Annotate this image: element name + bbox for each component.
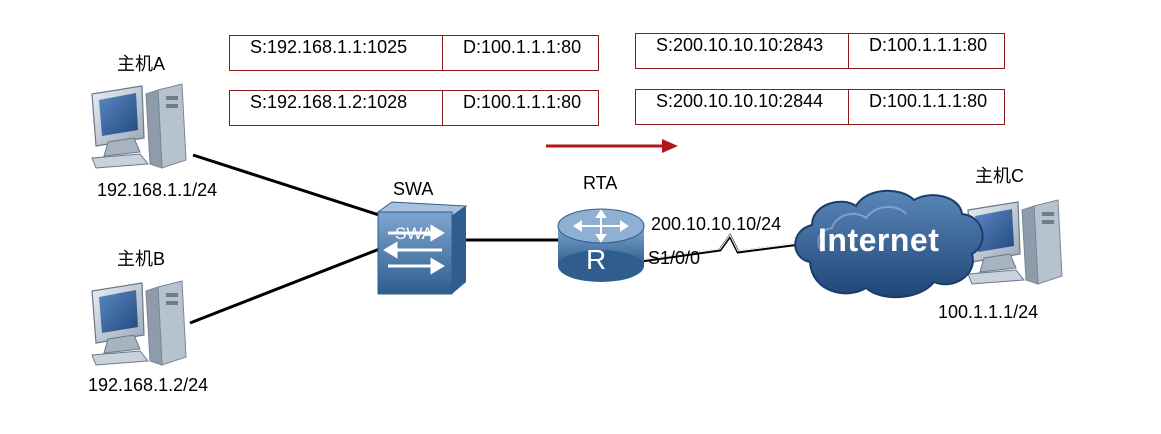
inside-row-1-src: S:192.168.1.1:1025 xyxy=(250,37,408,57)
router-icon xyxy=(557,208,645,282)
internet-label: Internet xyxy=(818,222,940,258)
internet-cloud-icon xyxy=(794,189,984,299)
host-c-name: 主机C xyxy=(975,166,1024,186)
link-hostb-swa xyxy=(189,246,383,325)
outside-row-1-src: S:200.10.10.10:2843 xyxy=(656,35,824,55)
outside-row-1-dst: D:100.1.1.1:80 xyxy=(848,34,1004,68)
host-a-icon xyxy=(91,83,187,169)
inside-table-row-2: S:192.168.1.2:1028 D:100.1.1.1:80 xyxy=(229,90,599,126)
link-hosta-swa xyxy=(192,153,383,218)
host-b-name: 主机B xyxy=(117,249,166,269)
host-a-ip: 192.168.1.1/24 xyxy=(97,180,218,200)
switch-name: SWA xyxy=(393,179,434,199)
router-name: RTA xyxy=(583,173,618,193)
host-b-ip: 192.168.1.2/24 xyxy=(88,375,209,395)
switch-icon-text: SWA xyxy=(395,224,434,243)
inside-row-2-src: S:192.168.1.2:1028 xyxy=(250,92,408,112)
host-b-icon xyxy=(91,280,187,366)
inside-row-2-dst: D:100.1.1.1:80 xyxy=(442,91,598,125)
router-wan-ip: 200.10.10.10/24 xyxy=(651,214,782,234)
host-c-ip: 100.1.1.1/24 xyxy=(938,302,1039,322)
outside-table-row-1: S:200.10.10.10:2843 D:100.1.1.1:80 xyxy=(635,33,1005,69)
inside-table-row-1: S:192.168.1.1:1025 D:100.1.1.1:80 xyxy=(229,35,599,71)
outside-table-row-2: S:200.10.10.10:2844 D:100.1.1.1:80 xyxy=(635,89,1005,125)
switch-icon xyxy=(376,201,468,295)
host-a-name: 主机A xyxy=(117,54,166,74)
router-icon-text: R xyxy=(586,244,607,275)
inside-row-1-dst: D:100.1.1.1:80 xyxy=(442,36,598,70)
outside-row-2-src: S:200.10.10.10:2844 xyxy=(656,91,824,111)
outside-row-2-dst: D:100.1.1.1:80 xyxy=(848,90,1004,124)
router-interface: S1/0/0 xyxy=(648,248,701,268)
